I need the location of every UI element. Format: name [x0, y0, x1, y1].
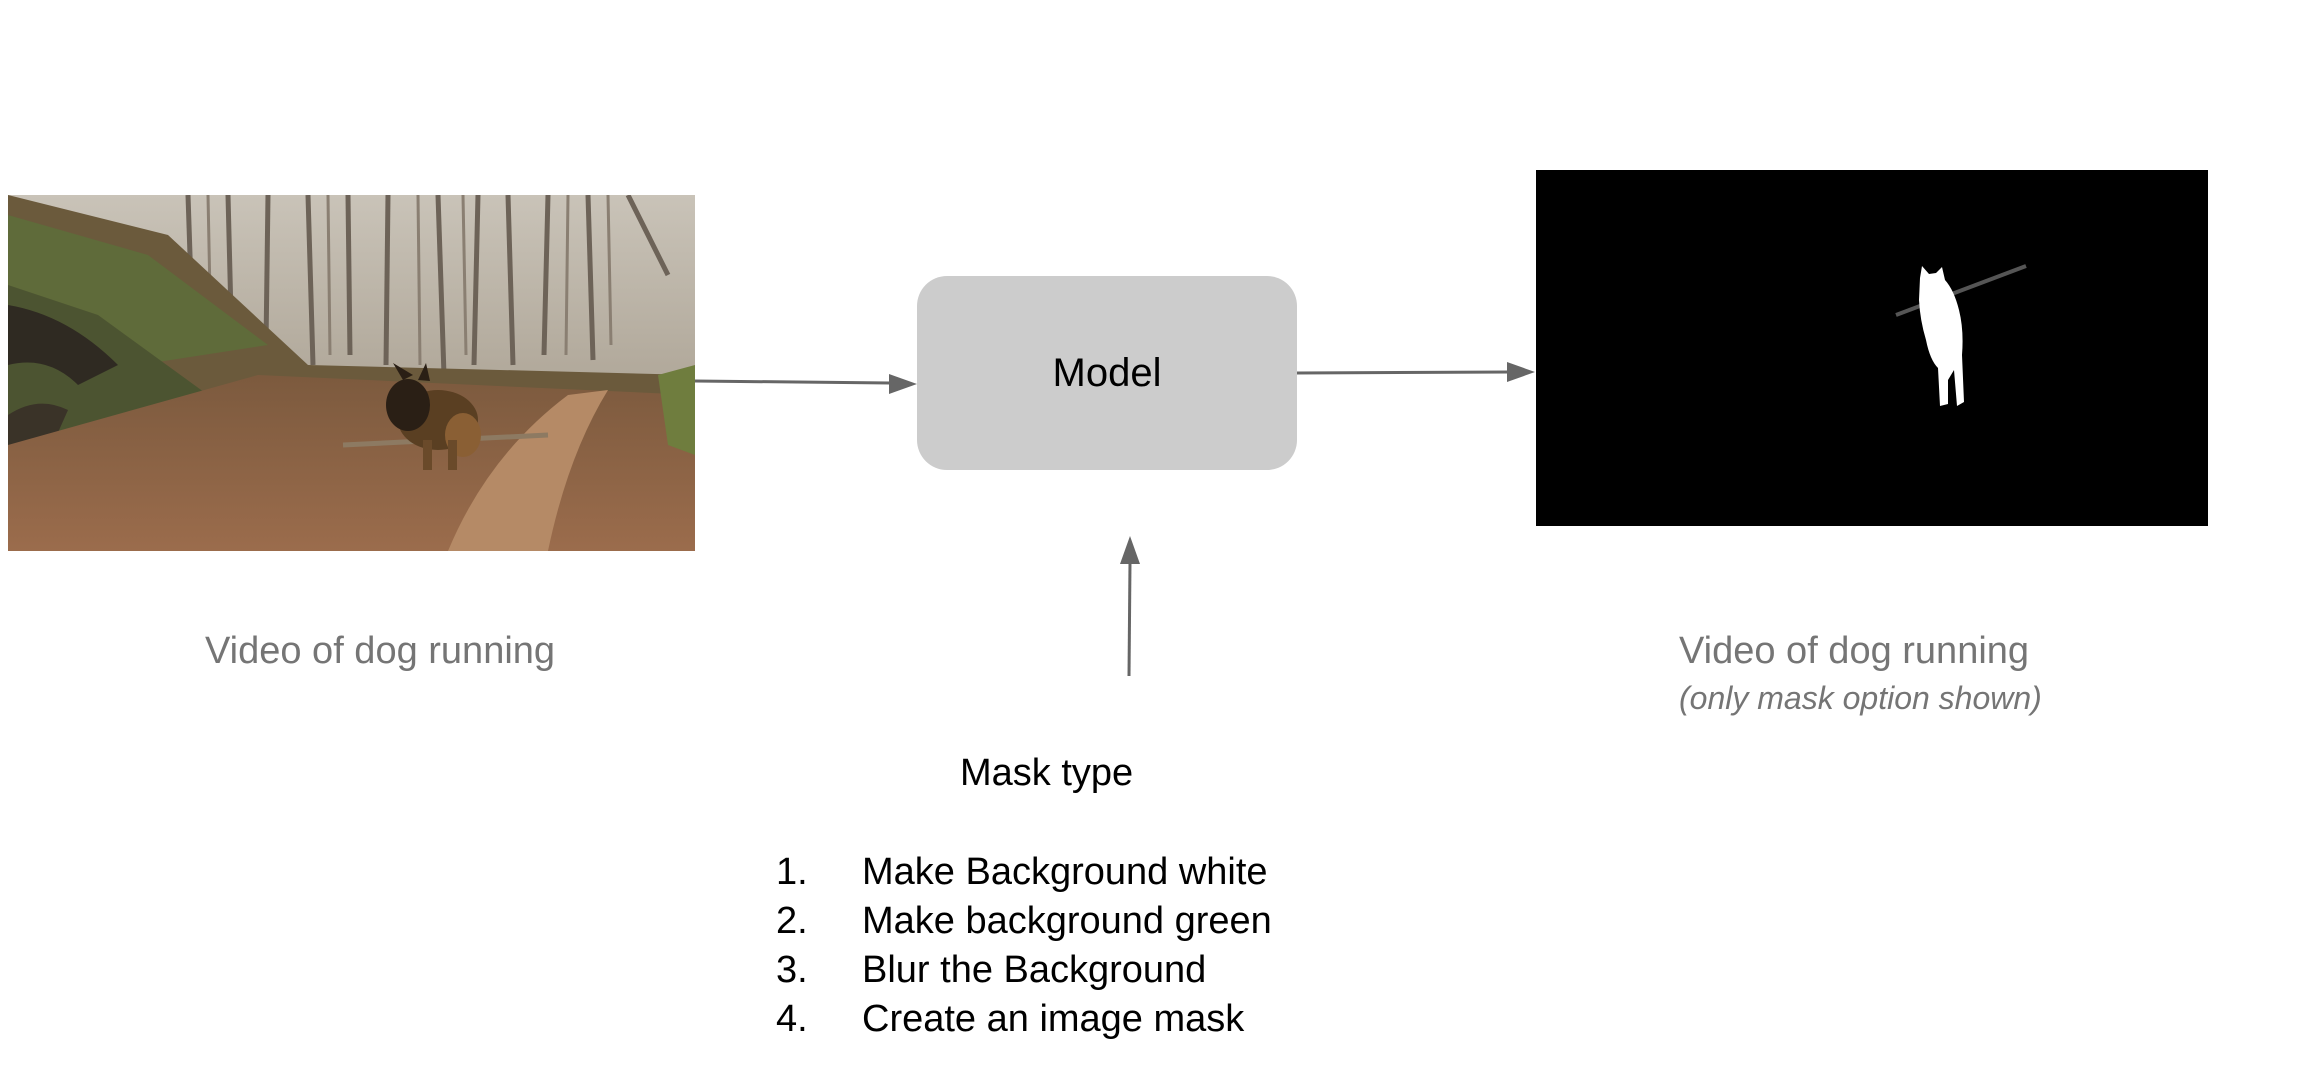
output-caption: Video of dog running [1679, 630, 2030, 672]
input-video-frame [8, 195, 695, 551]
mask-type-list: 1. Make Background white 2. Make backgro… [776, 848, 1272, 1044]
list-item-label: Make background green [862, 900, 1272, 942]
list-item: 3. Blur the Background [776, 946, 1272, 995]
list-item-number: 4. [776, 998, 808, 1040]
list-item: 1. Make Background white [776, 848, 1272, 897]
list-item: 2. Make background green [776, 897, 1272, 946]
list-item-number: 3. [776, 949, 808, 991]
list-item-label: Blur the Background [862, 949, 1207, 991]
input-caption: Video of dog running [205, 630, 556, 672]
list-item-number: 2. [776, 900, 808, 942]
list-item-label: Make Background white [862, 851, 1268, 893]
list-item: 4. Create an image mask [776, 995, 1272, 1044]
list-item-number: 1. [776, 851, 808, 893]
arrow-model-to-output [1296, 362, 1535, 382]
output-mask-frame [1536, 170, 2208, 526]
mask-type-title: Mask type [960, 752, 1134, 794]
arrow-mask-type-to-model [1120, 536, 1140, 677]
list-item-label: Create an image mask [862, 998, 1245, 1040]
arrow-input-to-model [694, 374, 917, 394]
forest-dog-image [8, 195, 695, 551]
dog-mask-image [1536, 170, 2208, 526]
model-box: Model [917, 276, 1297, 470]
output-caption-note: (only mask option shown) [1679, 680, 2042, 716]
